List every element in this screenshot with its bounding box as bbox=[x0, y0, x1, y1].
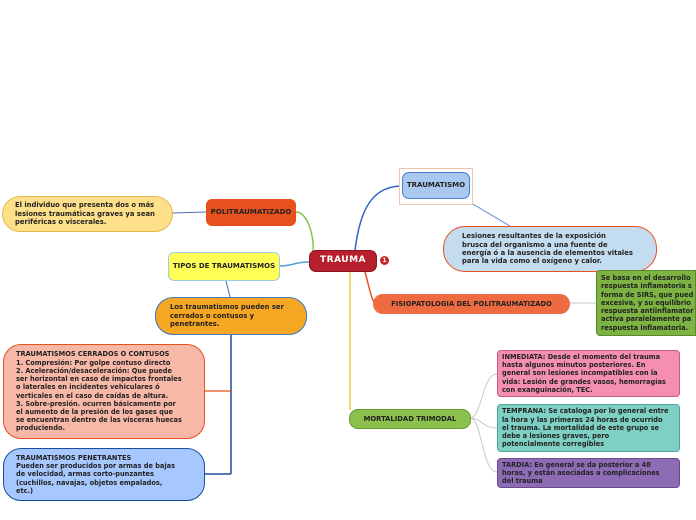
traumatismos-cerrados[interactable]: TRAUMATISMOS CERRADOS O CONTUSOS 1. Comp… bbox=[3, 344, 205, 439]
mortalidad-temprana-text: TEMPRANA: Se cataloga por lo general ent… bbox=[502, 407, 669, 449]
topic-mortalidad-trimodal[interactable]: MORTALIDAD TRIMODAL bbox=[349, 409, 471, 429]
link-mortalidad-trunk bbox=[469, 373, 498, 473]
traumatismo-definition[interactable]: Lesiones resultantes de la exposición br… bbox=[443, 226, 657, 272]
link-traumatismo-def bbox=[465, 199, 511, 227]
traumatismos-penetrantes-text: TRAUMATISMOS PENETRANTES Pueden ser prod… bbox=[16, 453, 176, 495]
mortalidad-tardia-text: TARDIA: En general se da posterior a 48 … bbox=[502, 460, 660, 486]
link-politraumatizado-def bbox=[171, 211, 207, 214]
mortalidad-tardia[interactable]: TARDIA: En general se da posterior a 48 … bbox=[497, 458, 680, 488]
mortalidad-temprana[interactable]: TEMPRANA: Se cataloga por lo general ent… bbox=[497, 404, 680, 452]
marker-badge: 1 bbox=[380, 256, 389, 265]
tipos-summary-text: Los traumatismos pueden ser cerrados o c… bbox=[170, 303, 284, 329]
topic-politraumatizado[interactable]: POLITRAUMATIZADO bbox=[206, 199, 296, 226]
traumatismos-cerrados-text: TRAUMATISMOS CERRADOS O CONTUSOS 1. Comp… bbox=[16, 350, 182, 433]
politraumatizado-definition[interactable]: El individuo que presenta dos o más lesi… bbox=[2, 196, 173, 232]
topic-fisiopatologia[interactable]: FISIOPATOLOGIA DEL POLITRAUMATIZADO bbox=[373, 294, 570, 314]
link-tipos bbox=[279, 261, 310, 267]
politraumatizado-definition-text: El individuo que presenta dos o más lesi… bbox=[15, 201, 155, 227]
link-traumatismo bbox=[354, 185, 403, 251]
topic-tipos-de-traumatismos[interactable]: TIPOS DE TRAUMATISMOS bbox=[168, 252, 280, 281]
topic-traumatismo[interactable]: TRAUMATISMO bbox=[402, 172, 470, 199]
mortalidad-inmediata[interactable]: INMEDIATA: Desde el momento del trauma h… bbox=[497, 350, 680, 397]
traumatismos-penetrantes[interactable]: TRAUMATISMOS PENETRANTES Pueden ser prod… bbox=[3, 448, 205, 501]
tipos-summary[interactable]: Los traumatismos pueden ser cerrados o c… bbox=[155, 297, 307, 335]
fisiopatologia-detail[interactable]: Se basa en el desarrollo respuesta infla… bbox=[596, 270, 696, 336]
fisiopatologia-detail-text: Se basa en el desarrollo respuesta infla… bbox=[601, 274, 694, 332]
mortalidad-inmediata-text: INMEDIATA: Desde el momento del trauma h… bbox=[502, 352, 666, 394]
traumatismo-definition-text: Lesiones resultantes de la exposición br… bbox=[462, 232, 633, 266]
central-topic-trauma[interactable]: TRAUMA bbox=[309, 250, 377, 272]
link-tipos-summary bbox=[225, 280, 231, 298]
